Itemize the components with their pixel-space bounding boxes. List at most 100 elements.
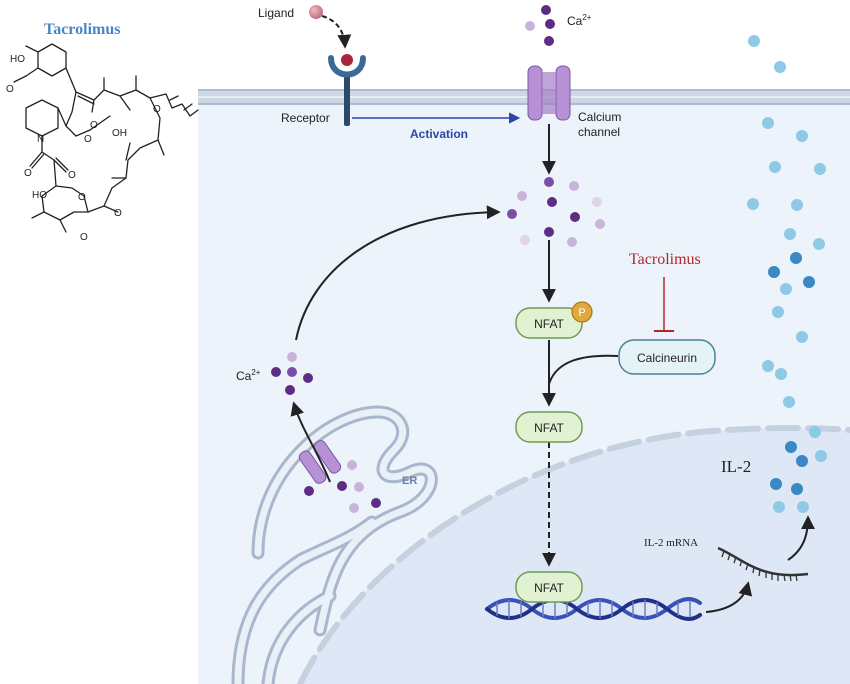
er-channel-icon (298, 440, 342, 484)
ho-bottom-label: HO (32, 190, 47, 201)
il2-molecule (780, 283, 792, 295)
calcium-ion (547, 197, 557, 207)
nfat-label: NFAT (534, 317, 564, 331)
il2-molecule (796, 455, 808, 467)
il2-molecule (815, 450, 827, 462)
pyran-oxygen-label: O (78, 192, 86, 203)
il2-molecule (791, 483, 803, 495)
il2-molecule (813, 238, 825, 250)
transcription-arrow (705, 581, 753, 613)
calcium-ion (287, 352, 297, 362)
calcium-ion (544, 227, 554, 237)
calcineurin: Calcineurin (618, 339, 716, 375)
il2-molecule (784, 228, 796, 240)
plasma-membrane (198, 89, 850, 105)
il2-molecule (762, 360, 774, 372)
ketone-oxygen-label: O (153, 104, 161, 115)
il2-molecule (803, 276, 815, 288)
il2-molecule (748, 35, 760, 47)
tacrolimus-title: Tacrolimus (44, 21, 120, 38)
calcium-ion (544, 36, 554, 46)
il2-molecule (791, 199, 803, 211)
ring-oxygen-label: O (84, 134, 92, 145)
ome-top-label: O (6, 84, 14, 95)
er-label: ER (402, 475, 417, 487)
calcium-ion (285, 385, 295, 395)
calcium-channel-label-line2: channel (578, 125, 620, 139)
calcium-ion (271, 367, 281, 377)
receptor-icon (328, 55, 366, 126)
il2-molecule (809, 426, 821, 438)
calcium-ions (271, 5, 605, 513)
il2-molecule (769, 161, 781, 173)
il2-molecule (774, 61, 786, 73)
bound-ligand (341, 54, 353, 66)
calcium-ion (570, 212, 580, 222)
ligand-label: Ligand (258, 6, 294, 20)
calcium-ion (371, 498, 381, 508)
il2-molecule (790, 252, 802, 264)
calcium-ion (525, 21, 535, 31)
il2-molecule (768, 266, 780, 278)
ester-oxygen-label: O (90, 120, 98, 131)
calcium-channel-icon (527, 65, 571, 121)
il2-molecule (775, 368, 787, 380)
activation-label: Activation (410, 127, 468, 141)
il2-molecule (770, 478, 782, 490)
calcium-channel-label: Calcium channel (578, 110, 625, 139)
nitrogen-label: N (37, 134, 44, 145)
dna-helix-icon (485, 597, 702, 621)
il2-molecule (762, 117, 774, 129)
nucleus (300, 428, 850, 684)
calcium-symbol: Ca (567, 14, 583, 28)
calcium-ion (541, 5, 551, 15)
calcium-ion (595, 219, 605, 229)
il2-molecule (796, 130, 808, 142)
er-release-arrow (290, 401, 331, 483)
calcium-ion (569, 181, 579, 191)
nuclear-envelope (297, 425, 850, 684)
il2-molecule (814, 163, 826, 175)
calcium-ion (347, 460, 357, 470)
nfat-label: NFAT (534, 421, 564, 435)
calcium-ion (337, 481, 347, 491)
calcium-ion (507, 209, 517, 219)
calcium-ion (592, 197, 602, 207)
calcium-ion (303, 373, 313, 383)
calcium-ion (287, 367, 297, 377)
phosphate-icon: P (571, 301, 593, 323)
ome-bottom-label: O (80, 232, 88, 243)
translation-arrow (787, 515, 815, 561)
ligand-binding-arrow (321, 15, 352, 49)
calcium-ion (354, 482, 364, 492)
tacrolimus-inhibition (654, 277, 674, 332)
ho-top-label: HO (10, 54, 25, 65)
il2-molecule (783, 396, 795, 408)
il2-molecule (747, 198, 759, 210)
nfat-label: NFAT (534, 581, 564, 595)
calcium-ion (349, 503, 359, 513)
receptor-label: Receptor (281, 111, 330, 125)
ome-mid-label: O (114, 208, 122, 219)
il2-mrna-label: IL-2 mRNA (644, 537, 698, 549)
calcium-charge: 2+ (582, 13, 591, 22)
nfat-phosphorylated: NFAT P (515, 301, 593, 339)
endoplasmic-reticulum: ER (231, 405, 438, 684)
nfat-dephosphorylated: NFAT (515, 411, 583, 443)
calcium-ion (544, 177, 554, 187)
calcium-charge: 2+ (251, 368, 260, 377)
calcineurin-label: Calcineurin (637, 351, 697, 365)
extracellular-calcium-label: Ca2+ (567, 13, 592, 28)
calcium-channel-label-line1: Calcium (578, 110, 621, 124)
carbonyl-oxygen-label: O (24, 168, 32, 179)
calcium-ion (567, 237, 577, 247)
tacrolimus-inhibitor-label: Tacrolimus (629, 251, 701, 268)
free-ligand (309, 5, 323, 19)
tacrolimus-structure: HO O O OH O N O O O HO O O O (6, 43, 199, 243)
il2-molecule (797, 501, 809, 513)
il2-molecule (796, 331, 808, 343)
carbonyl-oxygen-label: O (68, 170, 76, 181)
il2-molecule (785, 441, 797, 453)
mrna-icon (717, 546, 809, 582)
